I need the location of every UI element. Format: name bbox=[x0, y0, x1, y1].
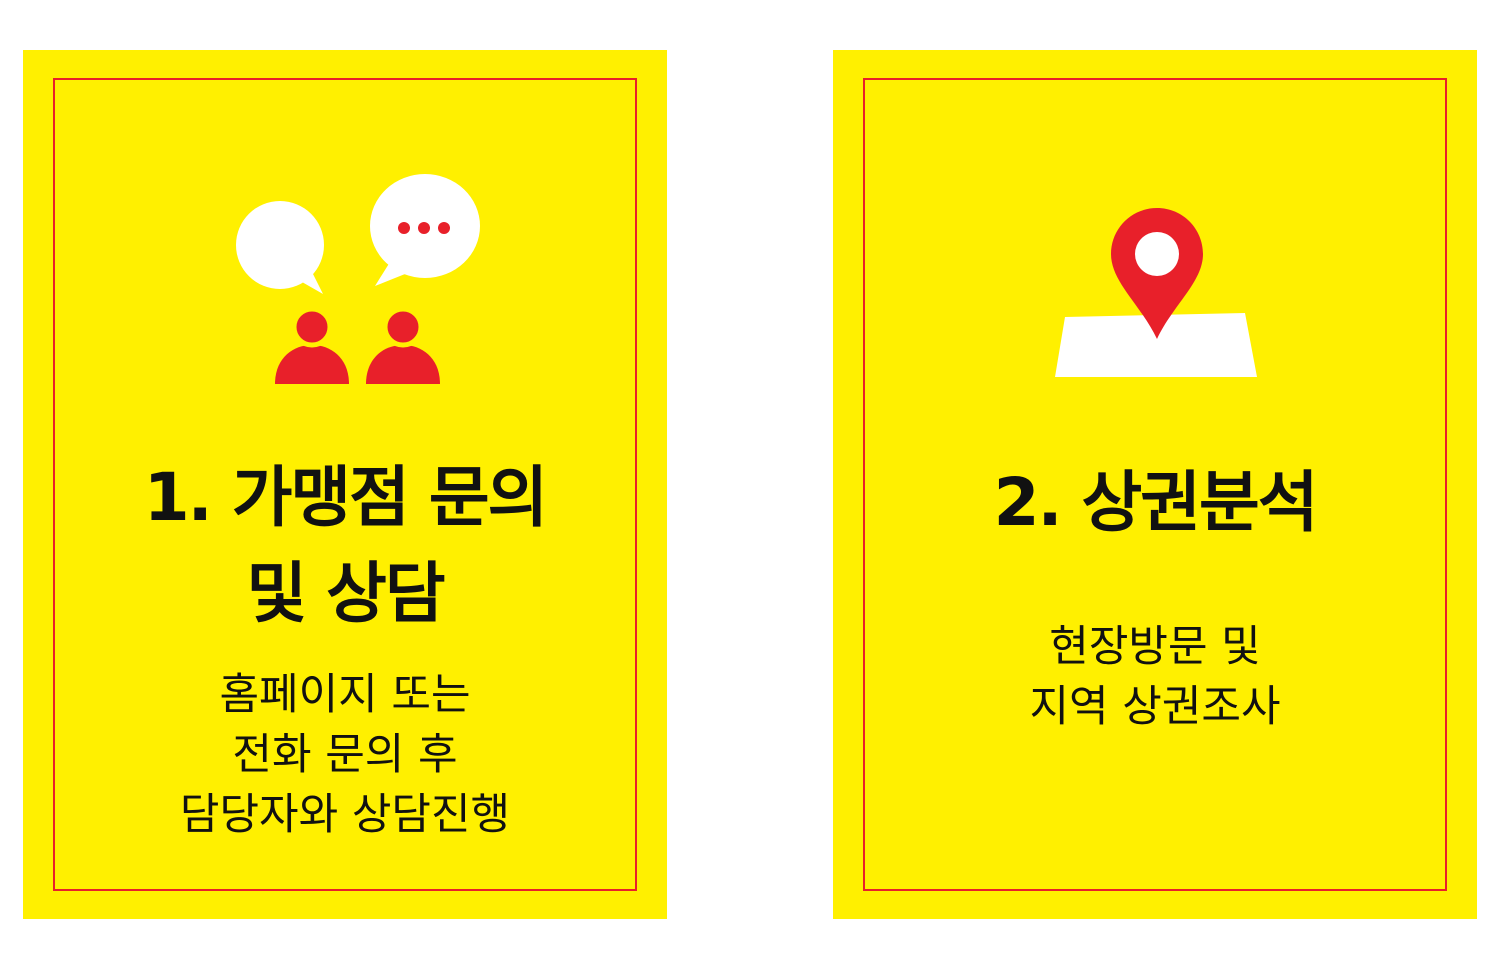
step-title-line: 2. 상권분석 bbox=[993, 464, 1319, 541]
step-card-inquiry: 1. 가맹점 문의 및 상담 홈페이지 또는 전화 문의 후 담당자와 상담진행 bbox=[23, 50, 667, 919]
speech-bubble-dots-icon bbox=[370, 174, 480, 286]
step-description-line: 담당자와 상담진행 bbox=[179, 790, 511, 840]
person-icon bbox=[275, 306, 349, 384]
step-title: 1. 가맹점 문의 및 상담 bbox=[23, 450, 667, 642]
step-description-line: 지역 상권조사 bbox=[1029, 682, 1281, 732]
location-pin-icon bbox=[1111, 208, 1203, 339]
step-title-line: 및 상담 bbox=[246, 555, 445, 632]
step-description-line: 전화 문의 후 bbox=[232, 730, 458, 780]
step-description: 홈페이지 또는 전화 문의 후 담당자와 상담진행 bbox=[23, 665, 667, 845]
map-pin-icon bbox=[833, 205, 1477, 385]
step-description-line: 현장방문 및 bbox=[1049, 622, 1261, 672]
step-card-market-analysis: 2. 상권분석 현장방문 및 지역 상권조사 bbox=[833, 50, 1477, 919]
step-title: 2. 상권분석 bbox=[833, 455, 1477, 551]
people-chat-icon bbox=[23, 170, 667, 390]
step-description-line: 홈페이지 또는 bbox=[219, 670, 471, 720]
speech-bubble-icon bbox=[236, 201, 324, 294]
step-title-line: 1. 가맹점 문의 bbox=[143, 459, 549, 536]
step-description: 현장방문 및 지역 상권조사 bbox=[833, 617, 1477, 737]
map-icon bbox=[1055, 313, 1257, 377]
person-icon bbox=[366, 306, 440, 384]
card-frame bbox=[53, 78, 637, 891]
card-frame bbox=[863, 78, 1447, 891]
